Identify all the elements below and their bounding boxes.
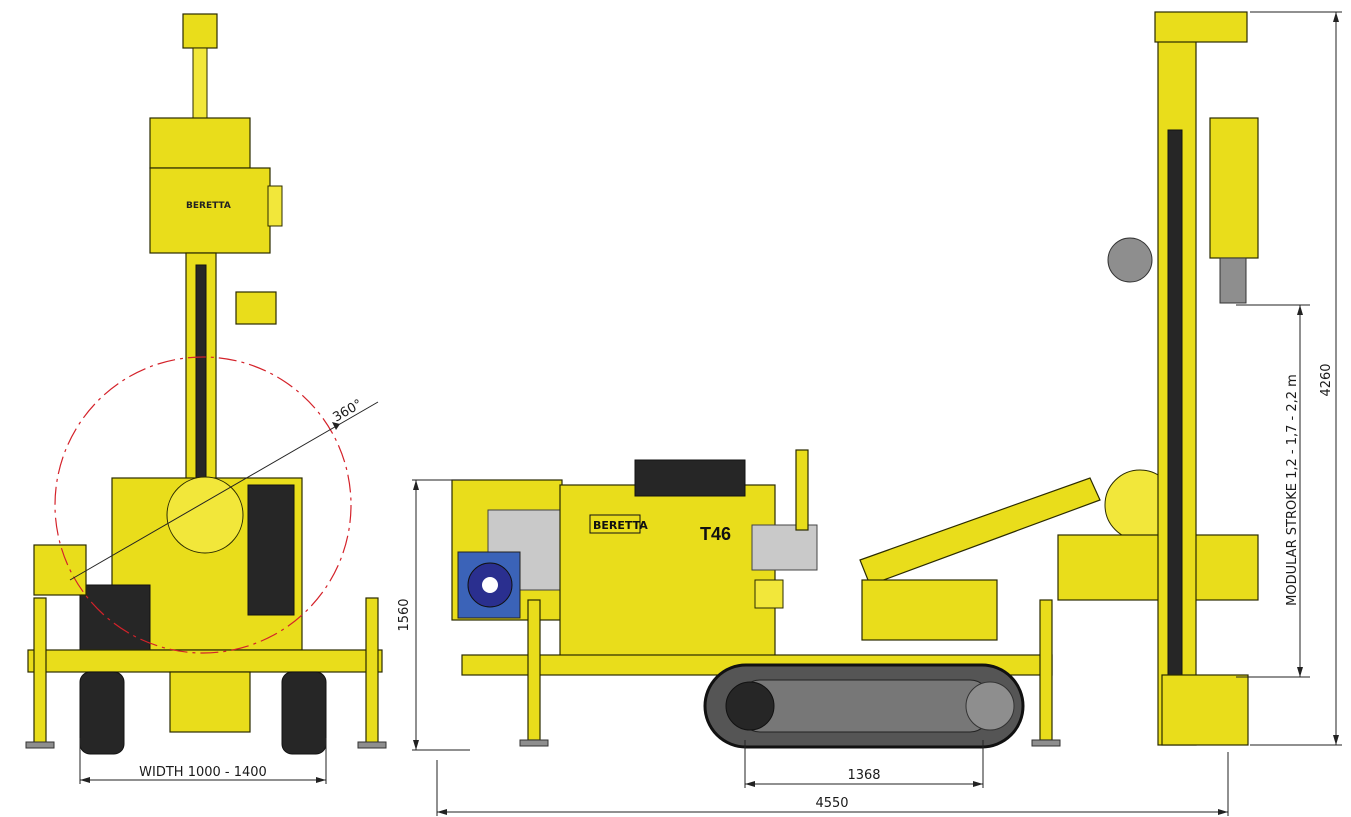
side-hose-reel <box>1107 237 1153 283</box>
rotation-label: 360° <box>331 397 366 426</box>
width-arrow-right <box>316 777 326 783</box>
side-track-frame <box>739 679 991 733</box>
stroke-label: MODULAR STROKE 1,2 - 1,7 - 2,2 m <box>1285 374 1300 606</box>
total-height-label: 4260 <box>1319 363 1334 396</box>
stroke-arrow-bottom <box>1297 667 1303 677</box>
rotation-leader-line <box>69 401 379 581</box>
side-outrigger-foot-rear <box>519 739 549 747</box>
side-fan-hub <box>482 577 498 593</box>
side-brand-label: BERETTA <box>593 519 648 532</box>
rotation-arrow <box>332 422 340 430</box>
front-slew-ring <box>166 476 244 554</box>
width-label: WIDTH 1000 - 1400 <box>139 765 267 780</box>
side-control-panel <box>751 524 818 571</box>
front-outrigger-foot-right <box>357 741 387 749</box>
side-control-lever <box>795 449 809 531</box>
side-mast-chain <box>1167 129 1183 741</box>
total-length-label: 4550 <box>815 796 848 811</box>
total-height-arrow-bottom <box>1333 735 1339 745</box>
side-outrigger-foot-front <box>1031 739 1061 747</box>
front-track-left <box>79 671 125 755</box>
front-left-arm <box>33 544 87 596</box>
side-boom-arm <box>859 477 1101 586</box>
front-dark-block <box>79 584 151 656</box>
front-outrigger-left <box>33 597 47 744</box>
front-outrigger-right <box>365 597 379 744</box>
track-length-label: 1368 <box>847 768 880 783</box>
side-outrigger-rear <box>527 599 541 741</box>
model-label: T46 <box>700 524 731 544</box>
front-center-hub <box>169 671 251 733</box>
height-body-label: 1560 <box>397 598 412 631</box>
front-radiator <box>247 484 295 616</box>
track-arrow-left <box>745 781 755 787</box>
total-length-arrow-left <box>437 809 447 815</box>
side-track-sprocket <box>725 681 775 731</box>
front-rotary-head <box>149 167 271 254</box>
side-brand-plate <box>589 514 641 534</box>
side-track-idler <box>965 681 1015 731</box>
front-outrigger-foot-left <box>25 741 55 749</box>
total-length-arrow-right <box>1218 809 1228 815</box>
stroke-arrow-top <box>1297 305 1303 315</box>
side-main-body <box>559 484 776 661</box>
front-brand-label: BERETTA <box>186 201 231 211</box>
track-arrow-right <box>973 781 983 787</box>
side-rotary-head <box>1209 117 1259 259</box>
front-rotary-head-upper <box>149 117 251 169</box>
height-body-arrow-bottom <box>413 740 419 750</box>
front-track-right <box>281 671 327 755</box>
rotation-circle <box>54 356 352 654</box>
front-mast-top-cap <box>182 13 218 49</box>
front-mast-top-rod <box>192 47 208 119</box>
side-outrigger-front <box>1039 599 1053 741</box>
front-view: BERETTA 360° WIDTH 1000 - 1400 <box>25 13 387 784</box>
side-access-door <box>754 579 784 609</box>
front-control-plate <box>235 291 277 325</box>
front-head-side-plate <box>267 185 283 227</box>
side-drill-bit <box>1219 257 1247 304</box>
side-engine-top <box>634 459 746 497</box>
side-bottom-clamp <box>1161 674 1249 746</box>
side-mast-top <box>1154 11 1248 43</box>
width-arrow-left <box>80 777 90 783</box>
height-body-arrow-top <box>413 480 419 490</box>
side-boom-base <box>861 579 998 641</box>
total-height-arrow-top <box>1333 12 1339 22</box>
side-view: BERETTA T46 <box>397 11 1342 816</box>
